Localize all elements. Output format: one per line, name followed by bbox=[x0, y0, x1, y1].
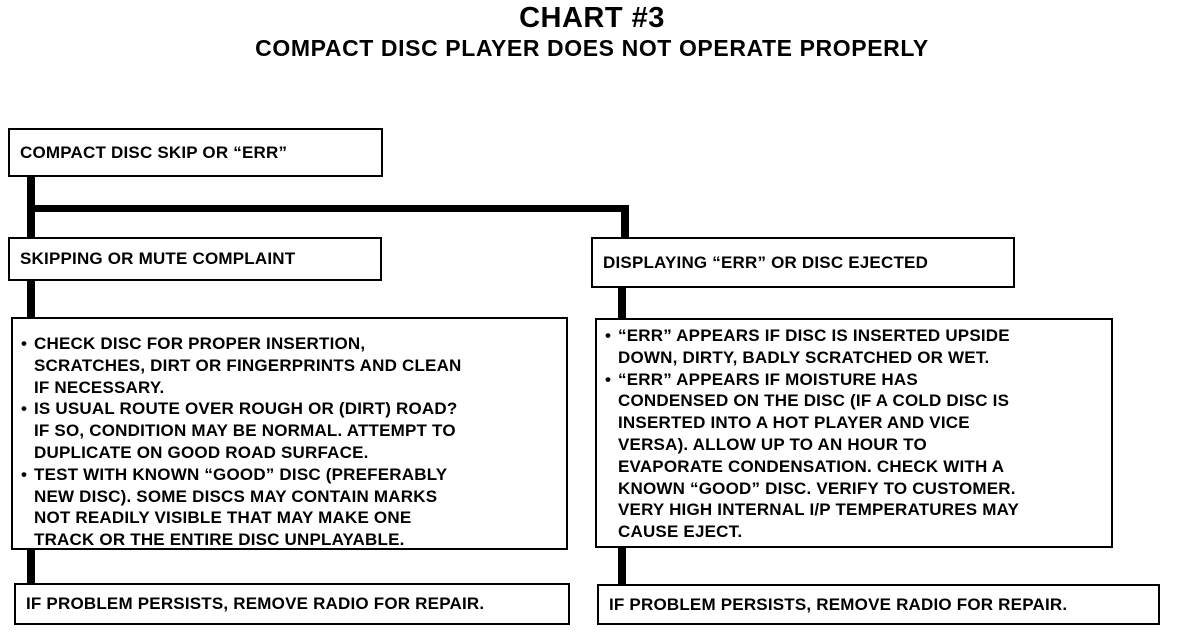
checklist-item: CHECK DISC FOR PROPER INSERTION, SCRATCH… bbox=[21, 333, 462, 398]
left-branch-header-box: SKIPPING OR MUTE COMPLAINT bbox=[8, 237, 382, 281]
right-branch-header-label: DISPLAYING “ERR” OR DISC EJECTED bbox=[603, 252, 929, 272]
connector-right-header-to-list bbox=[618, 287, 626, 319]
checklist-item: TEST WITH KNOWN “GOOD” DISC (PREFERABLY … bbox=[21, 464, 462, 551]
right-branch-header-box: DISPLAYING “ERR” OR DISC EJECTED bbox=[591, 237, 1015, 288]
left-checklist-box: CHECK DISC FOR PROPER INSERTION, SCRATCH… bbox=[11, 317, 568, 550]
right-result-label: IF PROBLEM PERSISTS, REMOVE RADIO FOR RE… bbox=[609, 594, 1068, 614]
connector-left-list-to-result bbox=[27, 549, 35, 584]
checklist-item: “ERR” APPEARS IF DISC IS INSERTED UPSIDE… bbox=[605, 325, 1019, 369]
left-checklist: CHECK DISC FOR PROPER INSERTION, SCRATCH… bbox=[21, 333, 462, 551]
top-problem-label: COMPACT DISC SKIP OR “ERR” bbox=[20, 142, 288, 162]
chart-title: CHART #3 bbox=[519, 2, 665, 34]
left-branch-header-label: SKIPPING OR MUTE COMPLAINT bbox=[20, 249, 296, 268]
checklist-item: “ERR” APPEARS IF MOISTURE HAS CONDENSED … bbox=[605, 369, 1019, 543]
connector-horizontal-branch bbox=[27, 205, 629, 212]
right-result-box: IF PROBLEM PERSISTS, REMOVE RADIO FOR RE… bbox=[597, 584, 1160, 625]
checklist-item: IS USUAL ROUTE OVER ROUGH OR (DIRT) ROAD… bbox=[21, 398, 462, 463]
top-problem-box: COMPACT DISC SKIP OR “ERR” bbox=[8, 128, 383, 177]
chart-subtitle: COMPACT DISC PLAYER DOES NOT OPERATE PRO… bbox=[255, 35, 929, 61]
left-result-label: IF PROBLEM PERSISTS, REMOVE RADIO FOR RE… bbox=[26, 594, 485, 613]
connector-right-list-to-result bbox=[618, 547, 626, 585]
connector-left-header-to-list bbox=[27, 280, 35, 318]
left-result-box: IF PROBLEM PERSISTS, REMOVE RADIO FOR RE… bbox=[14, 583, 570, 625]
connector-right-drop bbox=[621, 205, 629, 238]
right-checklist: “ERR” APPEARS IF DISC IS INSERTED UPSIDE… bbox=[605, 325, 1019, 543]
right-checklist-box: “ERR” APPEARS IF DISC IS INSERTED UPSIDE… bbox=[595, 318, 1113, 548]
